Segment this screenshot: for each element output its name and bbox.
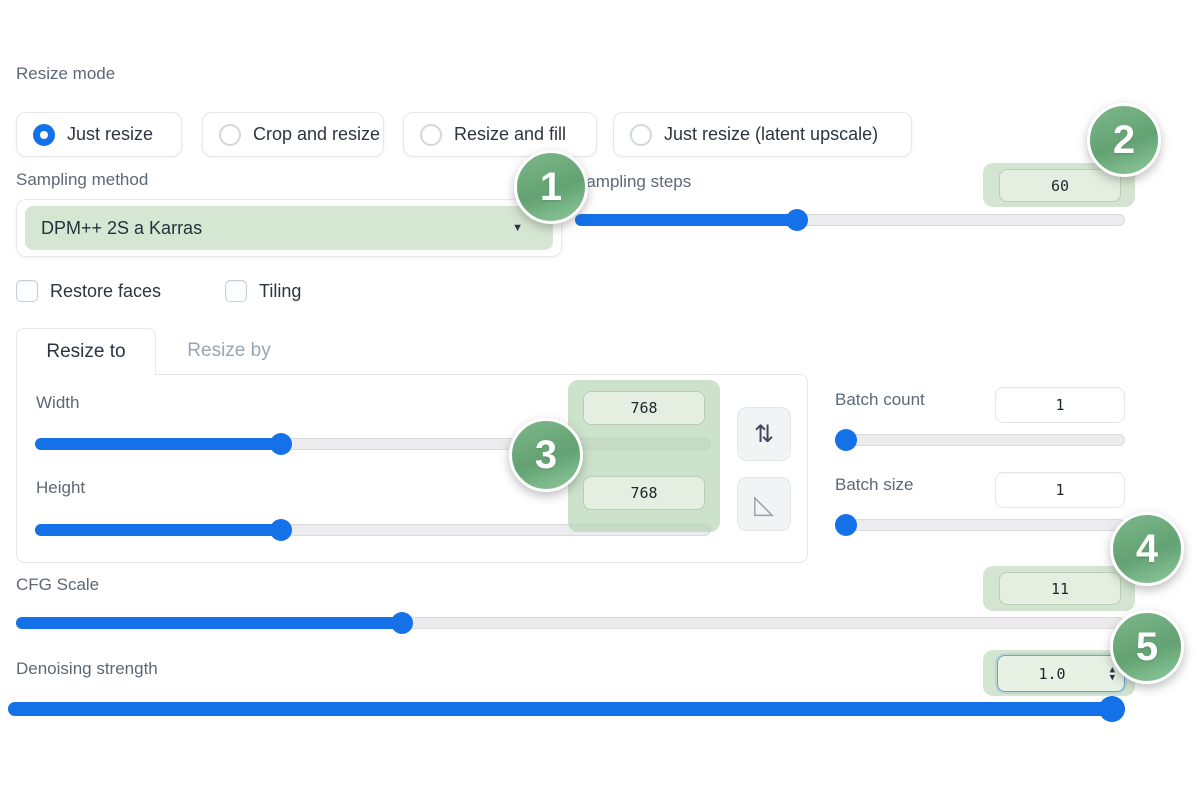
radio-label: Crop and resize (253, 124, 381, 144)
tiling-label: Tiling (259, 280, 302, 301)
callout-1: 1 (514, 150, 588, 224)
resize-mode-option-resize-and-fill[interactable]: Resize and fill (403, 112, 597, 157)
width-input[interactable]: 768 (583, 391, 705, 425)
restore-faces-checkbox[interactable] (16, 280, 38, 302)
batch-count-input[interactable]: 1 (995, 387, 1125, 423)
radio-icon[interactable] (630, 123, 652, 146)
stepper-up-icon[interactable]: ▲ (1109, 664, 1115, 675)
denoising-strength-label: Denoising strength (16, 659, 158, 678)
radio-icon[interactable] (420, 123, 442, 146)
resize-mode-option-just-resize[interactable]: Just resize (16, 112, 182, 157)
sampling-steps-input[interactable]: 60 (999, 169, 1121, 202)
sampling-method-value: DPM++ 2S a Karras (41, 217, 203, 238)
batch-size-value: 1 (1055, 481, 1065, 499)
radio-label: Resize and fill (454, 124, 567, 144)
slider-fill (8, 702, 1125, 716)
height-input[interactable]: 768 (583, 476, 705, 510)
stepper-down-icon[interactable]: ▼ (1109, 672, 1115, 683)
tiling-checkbox[interactable] (225, 280, 247, 302)
tiling-option[interactable]: Tiling (225, 280, 301, 302)
sampling-steps-slider[interactable] (575, 209, 1125, 231)
slider-thumb[interactable] (1099, 696, 1125, 722)
cfg-scale-label: CFG Scale (16, 575, 100, 594)
cfg-scale-input[interactable]: 11 (999, 572, 1121, 605)
chevron-down-icon[interactable]: ▼ (512, 222, 523, 234)
slider-thumb[interactable] (835, 514, 857, 536)
radio-icon[interactable] (33, 123, 55, 146)
slider-thumb[interactable] (270, 519, 293, 541)
cfg-scale-slider[interactable] (16, 612, 1125, 634)
slider-fill (16, 617, 399, 629)
slider-thumb[interactable] (270, 433, 293, 455)
restore-faces-option[interactable]: Restore faces (16, 280, 161, 302)
cfg-scale-value: 11 (1050, 579, 1070, 598)
callout-5: 5 (1110, 610, 1184, 684)
sampling-method-dropdown[interactable]: DPM++ 2S a Karras ▼ (16, 199, 562, 257)
sampling-method-highlight: DPM++ 2S a Karras ▼ (25, 206, 553, 250)
slider-thumb[interactable] (391, 612, 413, 634)
batch-size-input[interactable]: 1 (995, 472, 1125, 508)
sampling-method-label: Sampling method (16, 170, 149, 189)
swap-vertical-icon: ⇅ (753, 420, 775, 448)
tab-resize-by[interactable]: Resize by (187, 340, 271, 361)
denoising-value: 1.0 (1038, 664, 1066, 683)
denoising-slider[interactable] (8, 696, 1125, 722)
resize-mode-label: Resize mode (16, 64, 116, 83)
resize-mode-option-just-resize-latent-upscale[interactable]: Just resize (latent upscale) (613, 112, 912, 157)
slider-fill (35, 524, 279, 536)
radio-label: Just resize (latent upscale) (664, 124, 879, 144)
callout-2: 2 (1087, 103, 1161, 177)
batch-count-value: 1 (1055, 396, 1065, 414)
triangle-ruler-icon: ◺ (754, 488, 774, 519)
batch-count-slider[interactable] (835, 429, 1125, 451)
slider-fill (575, 214, 795, 226)
radio-icon[interactable] (219, 123, 241, 146)
width-label: Width (36, 393, 80, 412)
width-value: 768 (630, 399, 658, 417)
height-slider[interactable] (35, 519, 711, 541)
height-label: Height (36, 478, 86, 497)
aspect-ratio-button[interactable]: ◺ (737, 477, 791, 531)
batch-count-label: Batch count (835, 390, 925, 409)
sampling-steps-value: 60 (1050, 176, 1070, 195)
slider-track (835, 434, 1125, 446)
slider-fill (35, 438, 279, 450)
batch-size-label: Batch size (835, 475, 914, 494)
sampling-steps-label: Sampling steps (575, 172, 692, 191)
denoising-input[interactable]: 1.0 ▲ ▼ (997, 655, 1125, 692)
slider-thumb[interactable] (786, 209, 809, 231)
callout-4: 4 (1110, 512, 1184, 586)
resize-mode-option-crop-and-resize[interactable]: Crop and resize (202, 112, 384, 157)
slider-thumb[interactable] (835, 429, 857, 451)
radio-label: Just resize (67, 124, 154, 144)
swap-dimensions-button[interactable]: ⇅ (737, 407, 791, 461)
callout-3: 3 (509, 418, 583, 492)
restore-faces-label: Restore faces (50, 280, 162, 301)
batch-size-slider[interactable] (835, 514, 1125, 536)
tab-resize-to[interactable]: Resize to (16, 328, 156, 375)
number-stepper[interactable]: ▲ ▼ (1109, 664, 1115, 683)
height-value: 768 (630, 484, 658, 502)
slider-track (835, 519, 1125, 531)
